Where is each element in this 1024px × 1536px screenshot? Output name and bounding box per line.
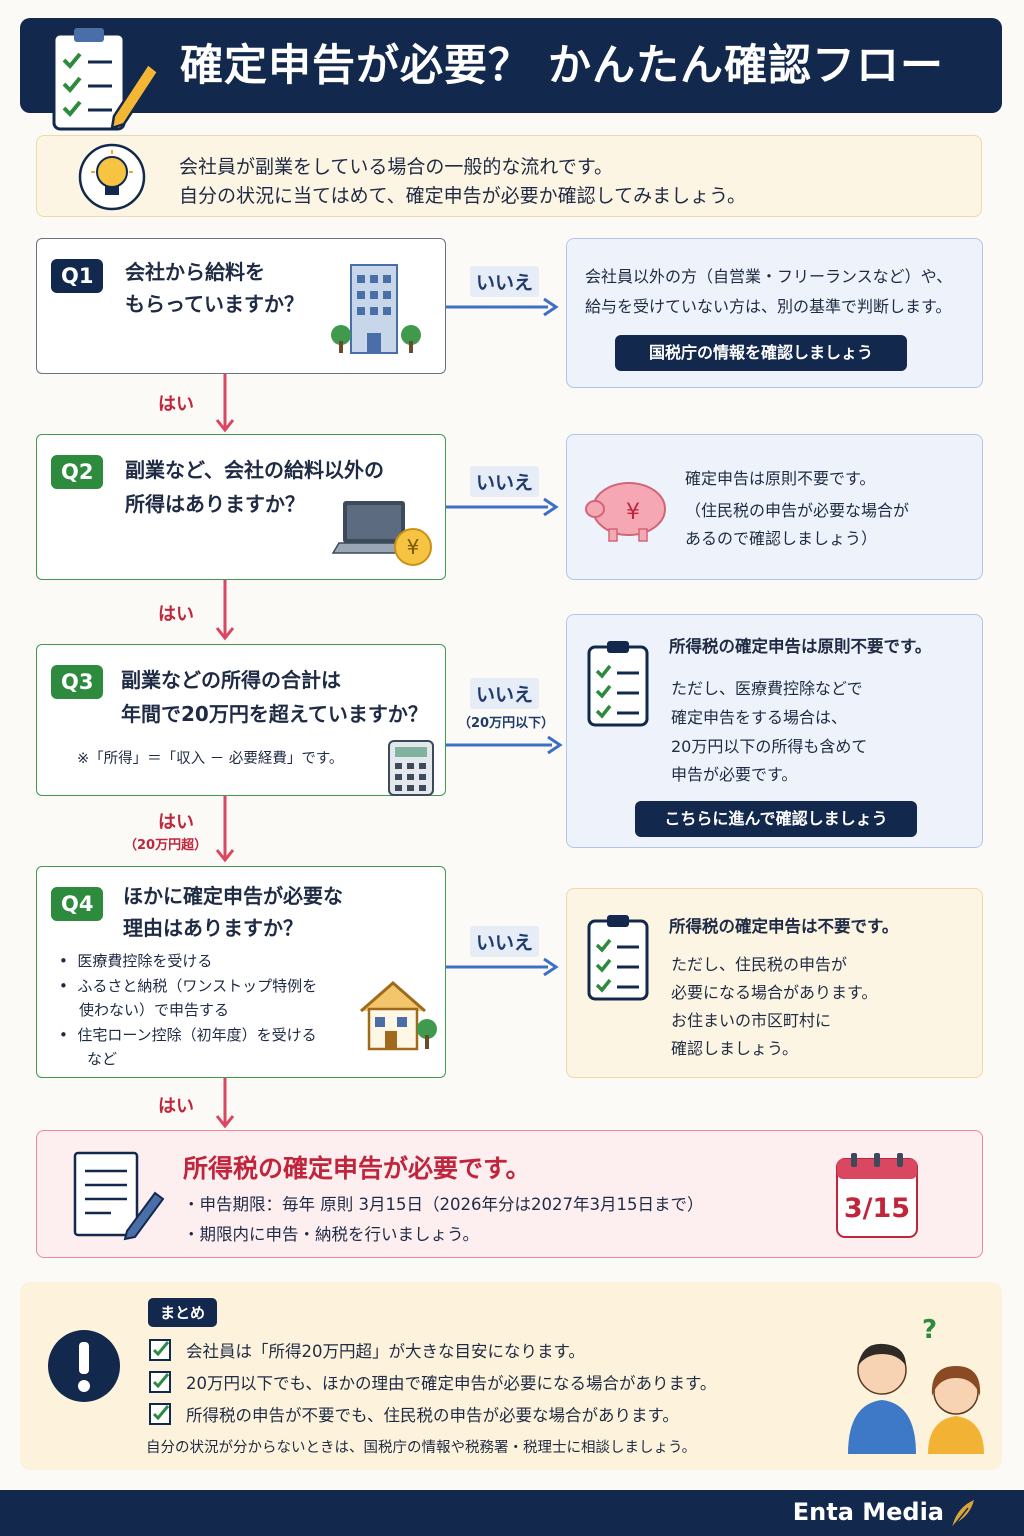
result-title: 所得税の確定申告が必要です。 — [183, 1154, 531, 1183]
clipboard-check-icon — [52, 28, 160, 131]
q4-text-2: 理由はありますか？ — [123, 916, 303, 940]
q1-text-1: 会社から給料を — [125, 260, 265, 284]
building-icon — [331, 264, 421, 354]
summary-item-1: 会社員は「所得20万円超」が大きな目安になります。 — [186, 1342, 585, 1361]
checkbox-checked-icon — [149, 1371, 171, 1393]
q3-no-arrow — [446, 735, 563, 755]
q4-bullet-2: • ふるさと納税（ワンストップ特例を — [59, 977, 318, 995]
q3-yes-sub: （20万円超） — [124, 838, 208, 853]
q4-bullet-etc: など — [87, 1050, 118, 1068]
q1-no-arrow — [446, 297, 559, 317]
q3-answer-text-3: 20万円以下の所得も含めて — [671, 737, 868, 756]
proceed-button[interactable]: こちらに進んで確認しましょう — [635, 801, 917, 837]
q4-answer-text-4: 確認しましょう。 — [671, 1039, 799, 1058]
summary-item-2: 20万円以下でも、ほかの理由で確定申告が必要になる場合があります。 — [186, 1374, 717, 1393]
q3-text-2: 年間で20万円を超えていますか？ — [121, 702, 428, 726]
result-deadline: ・申告期限：毎年 原則 3月15日（2026年分は2027年3月15日まで） — [183, 1195, 704, 1214]
q3-answer-text-4: 申告が必要です。 — [671, 765, 798, 784]
question-box-q1: Q1 会社から給料を もらっていますか？ — [36, 238, 446, 374]
q2-answer-text-1: 確定申告は原則不要です。 — [685, 469, 876, 488]
q2-yes-label: はい — [158, 604, 194, 625]
q2-no-arrow — [446, 497, 559, 517]
intro-text-2: 自分の状況に当てはめて、確定申告が必要か確認してみましょう。 — [179, 185, 746, 207]
intro-text-1: 会社員が副業をしている場合の一般的な流れです。 — [179, 156, 613, 178]
summary-box: まとめ 会社員は「所得20万円超」が大きな目安になります。 20万円以下でも、ほ… — [20, 1282, 1002, 1470]
q1-yes-label: はい — [158, 394, 194, 415]
q3-no-label: いいえ — [470, 678, 540, 709]
people-thinking-icon: ? — [848, 1315, 984, 1454]
q2-answer-text-3: あるので確認しましょう） — [685, 529, 878, 548]
checkbox-checked-icon — [149, 1403, 171, 1425]
svg-text:¥: ¥ — [407, 535, 420, 559]
q3-text-1: 副業などの所得の合計は — [121, 668, 341, 692]
q2-text-1: 副業など、会社の給料以外の — [125, 458, 384, 482]
checkbox-checked-icon — [149, 1339, 171, 1361]
nta-info-button[interactable]: 国税庁の情報を確認しましょう — [615, 335, 907, 371]
q4-yes-label: はい — [158, 1096, 194, 1117]
q3-answer-title: 所得税の確定申告は原則不要です。 — [669, 637, 932, 656]
q2-no-label: いいえ — [470, 466, 540, 497]
q3-answer-text-2: 確定申告をする場合は、 — [671, 708, 848, 727]
document-pen-icon — [73, 1151, 165, 1241]
q2-text-2: 所得はありますか？ — [125, 492, 305, 516]
question-box-q3: Q3 副業などの所得の合計は 年間で20万円を超えていますか？ ※「所得」＝「収… — [36, 644, 446, 796]
q4-answer-text-1: ただし、住民税の申告が — [671, 955, 848, 974]
laptop-yen-icon: ¥ — [331, 501, 432, 566]
q4-bullet-3: • 住宅ローン控除（初年度）を受ける — [59, 1026, 317, 1044]
q3-yes-arrow — [215, 796, 235, 863]
q4-text-1: ほかに確定申告が必要な — [123, 884, 343, 908]
svg-text:¥: ¥ — [626, 500, 640, 525]
q4-badge: Q4 — [51, 887, 104, 921]
result-payment: ・期限内に申告・納税を行いましょう。 — [183, 1225, 480, 1244]
question-box-q4: Q4 ほかに確定申告が必要な 理由はありますか？ • 医療費控除を受ける • ふ… — [36, 866, 446, 1078]
feather-icon — [951, 1500, 974, 1529]
q1-answer-text-1: 会社員以外の方（自営業・フリーランスなど）や、 — [585, 267, 953, 286]
q4-no-label: いいえ — [470, 926, 540, 957]
header-banner: 確定申告が必要？ かんたん確認フロー — [20, 18, 1002, 131]
calendar-icon — [836, 1153, 918, 1238]
summary-note: 自分の状況が分からないときは、国税庁の情報や税務署・税理士に相談しましょう。 — [146, 1440, 697, 1456]
q4-no-answer: 所得税の確定申告は不要です。 ただし、住民税の申告が 必要になる場合があります。… — [566, 888, 983, 1078]
q1-answer-text-2: 給与を受けていない方は、別の基準で判断します。 — [585, 297, 952, 316]
calculator-icon — [388, 740, 434, 796]
q2-no-answer: ¥ 確定申告は原則不要です。 （住民税の申告が必要な場合が あるので確認しましょ… — [566, 434, 983, 580]
question-box-q2: Q2 副業など、会社の給料以外の 所得はありますか？ ¥ — [36, 434, 446, 580]
q3-note: ※「所得」＝「収入 － 必要経費」です。 — [77, 751, 344, 767]
q1-no-answer: 会社員以外の方（自営業・フリーランスなど）や、 給与を受けていない方は、別の基準… — [566, 238, 983, 388]
q4-bullet-1: • 医療費控除を受ける — [59, 952, 213, 970]
brand-name: Enta Media — [792, 1498, 944, 1526]
q4-no-arrow — [446, 957, 559, 977]
footer-bar: Enta Media — [0, 1490, 1024, 1536]
piggy-bank-icon: ¥ — [585, 482, 666, 542]
q4-answer-text-3: お住まいの市区町村に — [671, 1011, 832, 1030]
intro-box: 会社員が副業をしている場合の一般的な流れです。 自分の状況に当てはめて、確定申告… — [36, 135, 982, 217]
checklist-icon — [587, 641, 649, 727]
summary-tag: まとめ — [148, 1298, 218, 1327]
house-icon — [360, 981, 437, 1051]
q3-no-answer: 所得税の確定申告は原則不要です。 ただし、医療費控除などで 確定申告をする場合は… — [566, 614, 983, 848]
q2-yes-arrow — [215, 580, 235, 641]
summary-item-3: 所得税の申告が不要でも、住民税の申告が必要な場合があります。 — [186, 1406, 679, 1425]
q3-no-sub: （20万円以下） — [458, 716, 555, 731]
q3-yes-label: はい — [158, 812, 194, 833]
q2-answer-text-2: （住民税の申告が必要な場合が — [685, 501, 910, 520]
q4-yes-arrow — [215, 1078, 235, 1129]
q1-yes-arrow — [215, 374, 235, 433]
exclamation-icon — [48, 1330, 120, 1402]
q4-answer-text-2: 必要になる場合があります。 — [671, 983, 878, 1002]
result-box: 所得税の確定申告が必要です。 ・申告期限：毎年 原則 3月15日（2026年分は… — [36, 1130, 983, 1258]
q4-answer-title: 所得税の確定申告は不要です。 — [669, 917, 899, 936]
svg-text:?: ? — [922, 1315, 937, 1345]
q3-answer-text-1: ただし、医療費控除などで — [671, 679, 863, 698]
q3-badge: Q3 — [51, 665, 104, 699]
calendar-date: 3/15 — [843, 1193, 911, 1224]
q1-badge: Q1 — [51, 259, 104, 293]
lightbulb-icon — [78, 143, 146, 211]
q2-badge: Q2 — [51, 455, 104, 489]
q4-bullet-2b: 使わない）で申告する — [79, 1001, 230, 1019]
q1-text-2: もらっていますか？ — [125, 292, 304, 316]
checklist-icon — [587, 915, 649, 1001]
q1-no-label: いいえ — [470, 266, 540, 297]
page-title: 確定申告が必要？ かんたん確認フロー — [180, 41, 944, 91]
